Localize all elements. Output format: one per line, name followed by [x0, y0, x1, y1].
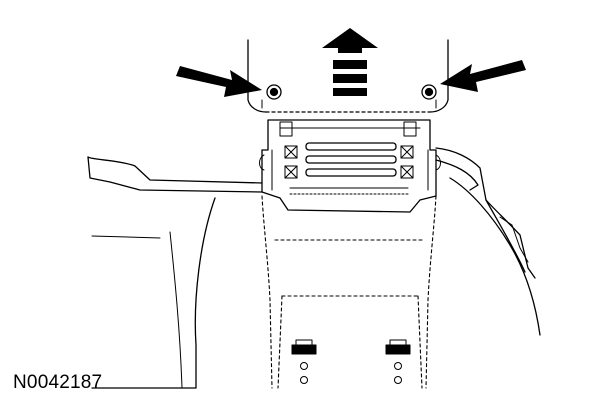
right-screw [421, 84, 437, 100]
right-fastener-arrow [440, 60, 526, 92]
figure-id-label: N0042187 [13, 372, 103, 393]
bracket-assembly [259, 119, 441, 213]
console-details [291, 339, 411, 384]
upper-trim-panel [247, 39, 449, 113]
left-screw [266, 84, 282, 100]
console-body [261, 195, 437, 389]
seat-right-outline [435, 147, 541, 336]
seat-left-outline [87, 156, 263, 389]
left-fastener-arrow [176, 66, 262, 97]
removal-direction-arrow [322, 28, 378, 96]
